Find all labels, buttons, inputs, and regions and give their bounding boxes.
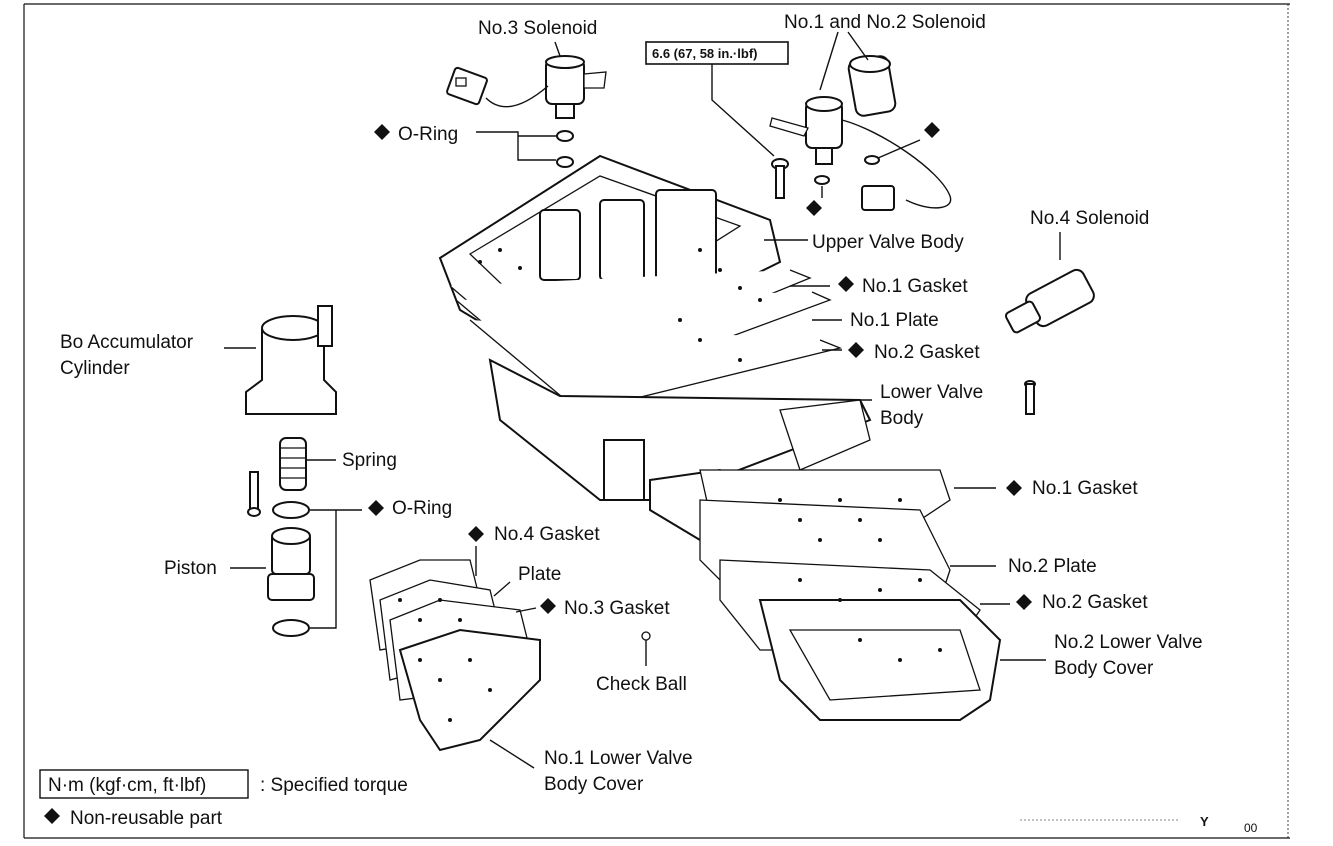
nonreusable-diamond-icon [1016,594,1032,610]
oring-solenoid-a [814,175,830,185]
oring-mid-part-a [272,501,310,519]
leader-lines [224,31,1061,769]
label-no2-lower-cover-line2: Body Cover [1054,658,1154,679]
no1-lower-valve-body-cover-part [398,628,541,752]
spring-part [279,437,307,491]
legend-torque-desc: : Specified torque [260,775,408,796]
bolt-solenoid-part [771,158,789,199]
no1-no2-solenoid-part [769,55,952,211]
legend: N·m (kgf·cm, ft·lbf) : Specified torque … [39,769,408,829]
label-no2-plate: No.2 Plate [1008,556,1097,577]
label-no3-solenoid: No.3 Solenoid [478,18,597,39]
legend-torque-unit: N·m (kgf·cm, ft·lbf) [48,775,206,796]
label-torque-spec: 6.6 (67, 58 in.·lbf) [652,46,757,61]
oring-top-part [556,130,574,168]
no3-solenoid-part [446,55,607,119]
piston-part [267,527,315,601]
label-no2-lower-cover-line1: No.2 Lower Valve [1054,632,1203,653]
label-no1-gasket-upper: No.1 Gasket [862,276,968,297]
bo-bolt-part [247,471,261,517]
oring-solenoid-b [864,155,880,165]
label-bo-accumulator-line2: Cylinder [60,358,130,379]
legend-nonreusable-desc: Non-reusable part [70,808,223,829]
label-lower-valve-body-line1: Lower Valve [880,382,983,403]
nonreusable-diamond-icon [368,500,384,516]
label-no4-gasket: No.4 Gasket [494,524,600,545]
left-plate-hole-pattern [398,598,492,722]
corner-code-num: 00 [1244,821,1258,835]
label-oring-mid: O-Ring [392,498,452,519]
nonreusable-diamond-icon [924,122,940,138]
nonreusable-diamond-icon [838,276,854,292]
label-no1-lower-cover-line2: Body Cover [544,774,644,795]
nonreusable-diamond-icon [806,200,822,216]
label-piston: Piston [164,558,217,579]
nonreusable-diamond-icon [468,526,484,542]
label-check-ball: Check Ball [596,674,687,695]
label-no1-plate: No.1 Plate [850,310,939,331]
no2-gasket-upper-part [469,319,843,413]
label-no2-gasket-upper: No.2 Gasket [874,342,980,363]
nonreusable-diamond-icon [848,342,864,358]
label-lower-valve-body-line2: Body [880,408,924,429]
nonreusable-diamond-icon [540,598,556,614]
no2-lower-valve-body-cover-part [758,599,1002,721]
bo-accumulator-cylinder-part [245,305,337,415]
oring-mid-part-b [272,619,310,637]
label-plate: Plate [518,564,561,585]
label-no3-gasket: No.3 Gasket [564,598,670,619]
label-oring-top: O-Ring [398,124,458,145]
label-no1-lower-cover-line1: No.1 Lower Valve [544,748,693,769]
no4-solenoid-part [1005,268,1095,415]
plate-hole-pattern [478,248,942,662]
legend-diamond-icon [44,808,60,824]
legend-torque-box [39,769,249,799]
label-no2-gasket-lower: No.2 Gasket [1042,592,1148,613]
nonreusable-diamond-icon [374,124,390,140]
torque-spec-box [645,41,789,65]
nonreusable-diamond-icon [1006,480,1022,496]
label-spring: Spring [342,450,397,471]
label-bo-accumulator-line1: Bo Accumulator [60,332,194,353]
label-no1-gasket-lower: No.1 Gasket [1032,478,1138,499]
corner-code-y: Y [1200,814,1209,829]
check-ball-part [641,631,651,666]
label-upper-valve-body: Upper Valve Body [812,232,964,253]
label-no4-solenoid: No.4 Solenoid [1030,208,1149,229]
label-no1-no2-solenoid: No.1 and No.2 Solenoid [784,12,986,33]
